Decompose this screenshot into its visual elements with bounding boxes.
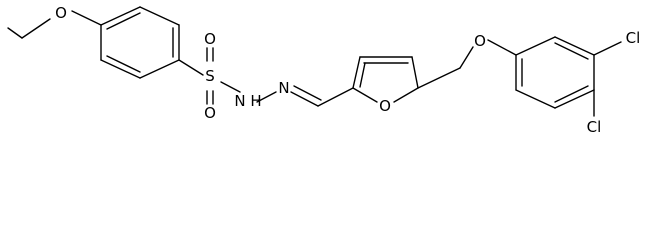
bond-ring1-inner-a (106, 12, 141, 30)
atom-chlorine-top: Cl (626, 29, 641, 47)
bond-ring1-d (139, 59, 180, 79)
bond-n-ch-b (293, 85, 322, 101)
atom-amine-hydrogen: H (250, 92, 261, 110)
bond-s-nh (220, 81, 241, 93)
bond-ring2-f (515, 36, 556, 56)
bond-lines (7, 6, 622, 117)
bond-ring2-c (554, 89, 595, 109)
bond-furan-c5-c4 (411, 56, 419, 89)
atom-imine-nitrogen: N (278, 79, 289, 97)
bond-ring1-inner-c (106, 55, 141, 73)
atom-sulfonyl-oxygen-bottom: O (204, 104, 216, 122)
bond-ch2-o (459, 46, 474, 69)
bond-o-ring1 (71, 10, 102, 26)
bond-furan-c3-c2 (352, 56, 361, 89)
bond-furan-o-c5 (393, 87, 419, 103)
bond-ring2-e (554, 36, 595, 56)
bond-ring1-a (100, 6, 141, 26)
bond-ethyl-ch3 (7, 27, 23, 39)
bond-furan-inner-b (359, 62, 366, 88)
bond-n-ch-a (290, 91, 319, 107)
bond-furan-ch2 (417, 67, 461, 89)
chemical-structure-diagram: O S O O N H N O O Cl Cl (7, 4, 640, 136)
bond-ring1-e (100, 59, 141, 79)
atom-ether-oxygen-right: O (474, 32, 486, 50)
bond-ring1-s (178, 59, 204, 76)
bond-ring2-cl-top (593, 41, 622, 56)
bond-ring2-b (515, 89, 556, 109)
atom-ether-oxygen-left: O (55, 4, 67, 22)
bond-ethyl-ch2-o (21, 18, 51, 39)
atom-sulfonyl-oxygen-top: O (204, 30, 216, 48)
bond-furan-c2-o (352, 87, 378, 103)
atom-amine-nitrogen: N (234, 92, 245, 110)
bond-nh-n (256, 91, 277, 103)
atom-furan-oxygen: O (379, 97, 391, 115)
atom-chlorine-bottom: Cl (587, 118, 602, 136)
atom-sulfur: S (205, 67, 215, 85)
bond-ring1-b (139, 6, 180, 26)
bond-o-ring2 (487, 39, 517, 56)
atom-labels: O S O O N H N O O Cl Cl (55, 4, 640, 136)
bond-ch-furan (317, 87, 354, 107)
bond-ring2-inner-b (554, 85, 589, 103)
bond-ring2-inner-c (554, 42, 589, 60)
